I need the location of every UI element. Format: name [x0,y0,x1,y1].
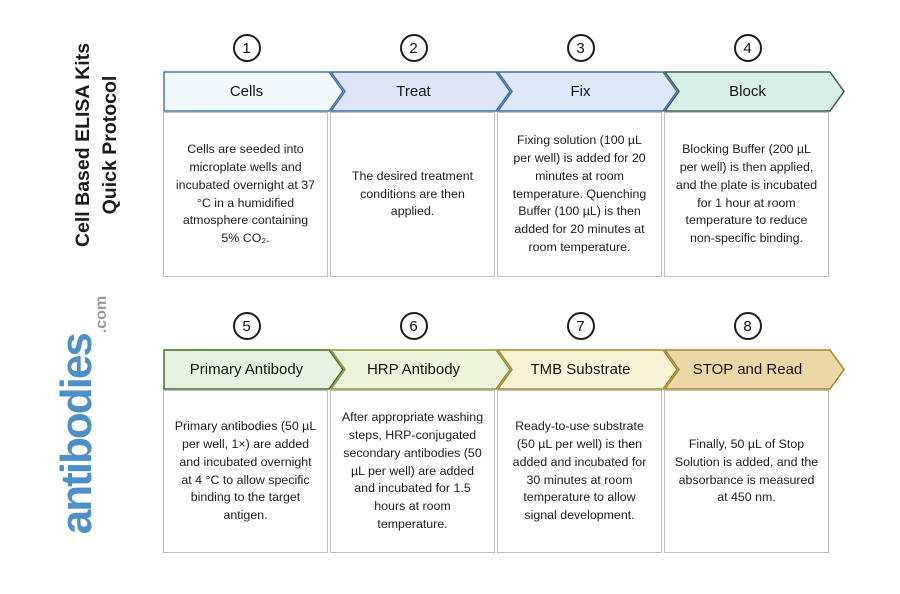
step-badge-4: 4 [733,34,762,62]
step-descriptions-row-1: Cells are seeded into microplate wells a… [163,112,831,277]
brand-logo-text: antibodies [52,334,101,535]
step-description-box-8: Finally, 50 µL of Stop Solution is added… [664,390,829,553]
step-label-cells: Cells [229,83,264,100]
step-label-treat: Treat [396,83,431,100]
page-title-line-1: Cell Based ELISA Kits [72,42,94,248]
step-number-1: 1 [242,39,251,57]
step-number-7: 7 [576,317,585,335]
protocol-row-1: 1 2 3 4 Cells Treat Fix [163,34,845,277]
step-description-box-2: The desired treatment conditions are the… [330,112,495,277]
step-description-5: Primary antibodies (50 µL per well, 1×) … [174,418,317,523]
step-description-box-3: Fixing solution (100 µL per well) is add… [497,112,662,277]
step-label-hrp-antibody: HRP Antibody [366,361,461,378]
chevron-arrow-icon [496,349,678,390]
step-description-7: Ready-to-use substrate (50 µL per well) … [512,418,647,523]
step-label-fix: Fix [570,83,591,100]
chevron-arrow-icon [329,349,511,390]
step-description-box-7: Ready-to-use substrate (50 µL per well) … [497,390,662,553]
step-arrow-block: Block [663,71,845,112]
step-badge-8: 8 [733,312,762,340]
protocol-row-2: 5 6 7 8 Primary Antibody HRP Antibody TM… [163,312,845,553]
chevron-arrow-icon [329,71,511,112]
step-label-primary-antibody: Primary Antibody [189,361,304,378]
step-arrow-treat: Treat [329,71,511,112]
step-badge-1: 1 [232,34,261,62]
page-title: Cell Based ELISA Kits Quick Protocol [70,15,128,275]
step-description-box-6: After appropriate washing steps, HRP-con… [330,390,495,553]
step-number-5: 5 [242,317,251,335]
chevron-arrow-icon [163,349,344,390]
brand-logo-suffix: .com [93,295,110,334]
step-number-4: 4 [743,39,752,57]
step-label-stop-and-read: STOP and Read [692,361,803,378]
step-arrow-fix: Fix [496,71,678,112]
step-badge-7: 7 [566,312,595,340]
step-description-3: Fixing solution (100 µL per well) is add… [512,132,647,255]
step-arrows-row-1: Cells Treat Fix Block [163,71,845,112]
page-title-line-2: Quick Protocol [98,75,121,215]
step-number-2: 2 [409,39,418,57]
step-arrow-hrp-antibody: HRP Antibody [329,349,511,390]
step-description-box-5: Primary antibodies (50 µL per well, 1×) … [163,390,328,553]
step-arrow-tmb-substrate: TMB Substrate [496,349,678,390]
step-badge-2: 2 [399,34,428,62]
step-description-box-1: Cells are seeded into microplate wells a… [163,112,328,277]
step-number-3: 3 [576,39,585,57]
step-badges-row-1: 1 2 3 4 [163,34,831,62]
step-descriptions-row-2: Primary antibodies (50 µL per well, 1×) … [163,390,831,553]
protocol-content: 1 2 3 4 Cells Treat Fix [163,34,845,553]
step-arrows-row-2: Primary Antibody HRP Antibody TMB Substr… [163,349,845,390]
step-badge-3: 3 [566,34,595,62]
step-badge-5: 5 [232,312,261,340]
brand-logo: antibodies.com [52,275,132,555]
step-description-2: The desired treatment conditions are the… [351,168,474,219]
step-description-1: Cells are seeded into microplate wells a… [175,141,316,246]
step-arrow-primary-antibody: Primary Antibody [163,349,344,390]
step-arrow-stop-and-read: STOP and Read [663,349,845,390]
step-label-block: Block [729,83,766,100]
step-arrow-cells: Cells [163,71,344,112]
step-description-8: Finally, 50 µL of Stop Solution is added… [674,436,819,505]
chevron-arrow-icon [663,349,845,390]
step-badge-6: 6 [399,312,428,340]
step-description-4: Blocking Buffer (200 µL per well) is the… [675,141,818,246]
step-badges-row-2: 5 6 7 8 [163,312,831,340]
step-description-6: After appropriate washing steps, HRP-con… [341,409,484,532]
chevron-arrow-icon [663,71,845,112]
step-number-8: 8 [743,317,752,335]
chevron-arrow-icon [496,71,678,112]
chevron-arrow-icon [163,71,344,112]
step-description-box-4: Blocking Buffer (200 µL per well) is the… [664,112,829,277]
step-label-tmb-substrate: TMB Substrate [530,361,631,378]
step-number-6: 6 [409,317,418,335]
